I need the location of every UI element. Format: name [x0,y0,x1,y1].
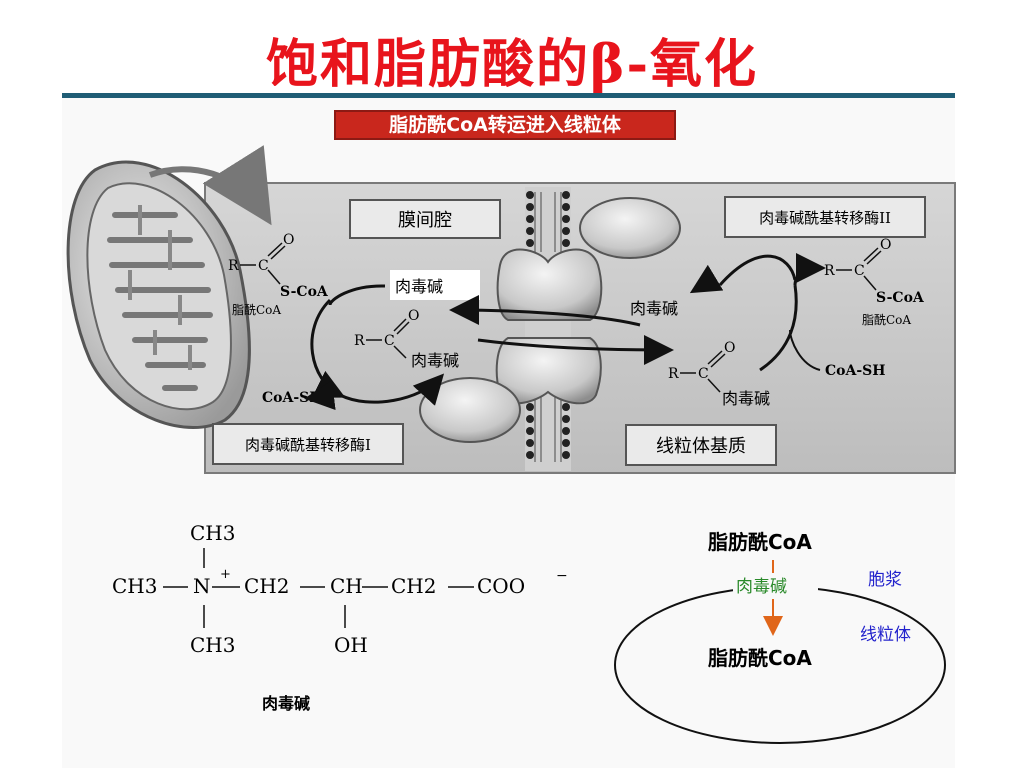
carnitine-caption: 肉毒碱 [262,694,310,713]
mitochondrion-illustration [66,145,272,429]
svg-text:R: R [354,333,365,349]
right-acyl-coa-arrow [793,253,826,286]
schematic-carnitine-label: 肉毒碱 [736,577,787,597]
svg-text:COO: COO [477,574,525,598]
svg-text:CH3: CH3 [190,633,235,657]
diagram-banner: 脂肪酰CoA转运进入线粒体 [334,110,676,140]
acyl-carnitine-import-arrow [477,334,674,365]
svg-text:C: C [258,258,269,274]
svg-text:脂酰CoA: 脂酰CoA [232,302,281,317]
schematic-top-label: 脂肪酰CoA [708,530,812,554]
mitochondrion-label: 线粒体 [860,625,911,645]
enzyme-i-label: 肉毒碱酰基转移酶I [245,436,371,454]
svg-text:C: C [698,366,709,382]
left-acyl-coa: R C O S-CoA 脂酰CoA [228,232,329,317]
right-carnitine-label: 肉毒碱 [630,299,678,318]
left-acyl-carnitine: R C O 肉毒碱 [354,308,459,370]
svg-text:CH3: CH3 [190,521,235,545]
left-carnitine-label: 肉毒碱 [395,277,443,296]
left-cycle-arrow-up [339,373,445,406]
enzyme-ii-label: 肉毒碱酰基转移酶II [759,209,891,227]
svg-text:C: C [384,333,395,349]
svg-text:CH3: CH3 [112,574,157,598]
right-coa-in [789,329,821,371]
svg-text:肉毒碱: 肉毒碱 [722,389,770,408]
carnitine-structure: CH3 CH3 N + CH2 CH CH2 COO − CH3 OH [112,521,568,657]
svg-text:+: + [220,567,231,582]
cytoplasm-label: 胞浆 [868,570,902,590]
right-acyl-coa: R C O S-CoA 脂酰CoA [824,237,925,327]
svg-text:R: R [824,263,835,279]
svg-text:CH: CH [330,574,363,598]
svg-text:CH2: CH2 [244,574,289,598]
matrix-label: 线粒体基质 [656,436,746,457]
schematic-bottom-label: 脂肪酰CoA [708,646,812,670]
intermembrane-space-label: 膜间腔 [398,210,452,231]
membrane-bilayer [525,187,571,471]
translocase-protein [419,197,681,443]
svg-text:R: R [668,366,679,382]
title-rule [62,93,955,98]
svg-text:−: − [556,568,568,584]
right-carnitine-release [689,264,724,294]
svg-text:OH: OH [334,633,368,657]
left-carnitine-arrow [328,284,386,306]
svg-text:O: O [408,308,419,324]
page-title: 饱和脂肪酸的β-氧化 [265,34,759,95]
svg-text:S-CoA: S-CoA [876,290,925,306]
enzyme-i-protein [419,377,521,443]
svg-text:R: R [228,258,239,274]
svg-text:O: O [724,340,735,356]
enzyme-ii-protein [579,197,681,259]
right-coa-sh: CoA-SH [825,363,886,379]
left-coa-arrow [304,380,336,411]
svg-text:S-CoA: S-CoA [280,284,329,300]
svg-text:O: O [880,237,891,253]
svg-text:CH2: CH2 [391,574,436,598]
right-cycle-top [718,254,797,286]
schematic: 脂肪酰CoA 肉毒碱 脂肪酰CoA 胞浆 线粒体 [614,530,946,744]
svg-text:N: N [193,574,211,598]
right-acyl-carnitine: R C O 肉毒碱 [668,340,770,408]
svg-text:O: O [283,232,294,248]
svg-text:C: C [854,263,865,279]
svg-text:脂酰CoA: 脂酰CoA [862,312,911,327]
svg-text:肉毒碱: 肉毒碱 [411,351,459,370]
carnitine-return-arrow [449,295,641,327]
